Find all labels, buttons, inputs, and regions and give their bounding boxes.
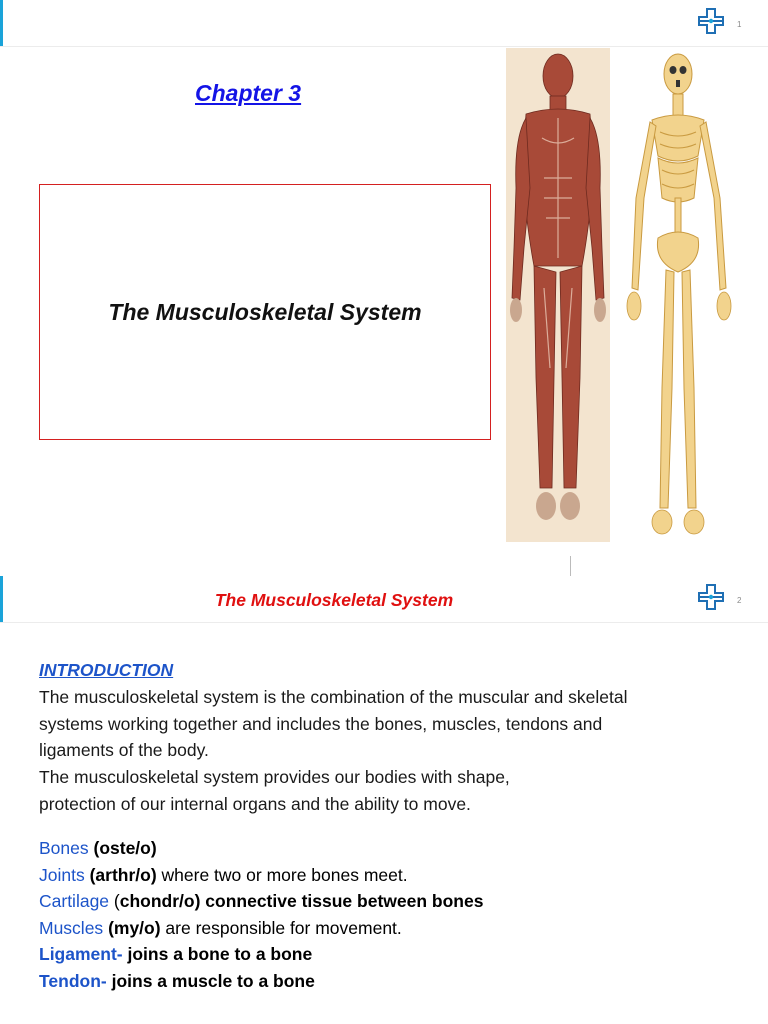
slide-title: The Musculoskeletal System: [108, 298, 422, 325]
term-item: Bones (oste/o): [39, 835, 483, 862]
term-item: Cartilage (chondr/o) connective tissue b…: [39, 891, 484, 912]
slide-accent-bar: [0, 576, 3, 622]
chapter-link[interactable]: Chapter 3: [195, 80, 302, 106]
term-item: Muscles (my/o) are responsible for movem…: [39, 915, 483, 942]
medical-cross-logo-icon: [698, 8, 724, 34]
section-heading: INTRODUCTION: [39, 660, 174, 680]
term-keyword: Joints: [39, 864, 85, 885]
term-definition: chondr/o) connective tissue between bone…: [119, 891, 484, 912]
slide-divider-tick: [570, 556, 571, 576]
term-item: Ligament- joins a bone to a bone: [39, 941, 483, 968]
intro-paragraph: The musculoskeletal system is the combin…: [39, 687, 628, 760]
term-keyword: Cartilage: [39, 891, 110, 912]
term-keyword: Ligament-: [39, 944, 123, 965]
term-item: Tendon- joins a muscle to a bone: [39, 968, 483, 995]
title-box: The Musculoskeletal System: [39, 184, 491, 440]
term-extra: are responsible for movement.: [160, 917, 402, 938]
term-item: Joints (arthr/o) where two or more bones…: [39, 862, 483, 889]
slide-2: The Musculoskeletal System 2 INTRODUCTIO…: [0, 576, 768, 1024]
term-list: Bones (oste/o)Joints (arthr/o) where two…: [39, 835, 483, 995]
muscular-system-figure: [506, 48, 610, 542]
term-definition: joins a muscle to a bone: [111, 970, 315, 991]
term-definition: (my/o): [108, 917, 161, 938]
term-definition: joins a bone to a bone: [127, 944, 313, 965]
page-number: 2: [737, 596, 742, 605]
intro-paragraph: The musculoskeletal system provides our …: [39, 767, 510, 814]
term-definition: (arthr/o): [89, 864, 157, 885]
term-keyword: Muscles: [39, 917, 104, 938]
header-divider: [0, 46, 768, 47]
term-keyword: Tendon-: [39, 970, 107, 991]
term-definition: (oste/o): [93, 838, 157, 858]
slide-header-title: The Musculoskeletal System: [214, 590, 454, 610]
slide-accent-bar: [0, 0, 3, 46]
header-divider: [0, 622, 768, 623]
term-extra: where two or more bones meet.: [156, 864, 408, 885]
slide-1: 1 Chapter 3 The Musculoskeletal System: [0, 0, 768, 576]
page-number: 1: [737, 20, 742, 29]
medical-cross-logo-icon: [698, 584, 724, 610]
term-keyword: Bones: [39, 838, 89, 858]
skeletal-system-figure: [626, 53, 732, 535]
